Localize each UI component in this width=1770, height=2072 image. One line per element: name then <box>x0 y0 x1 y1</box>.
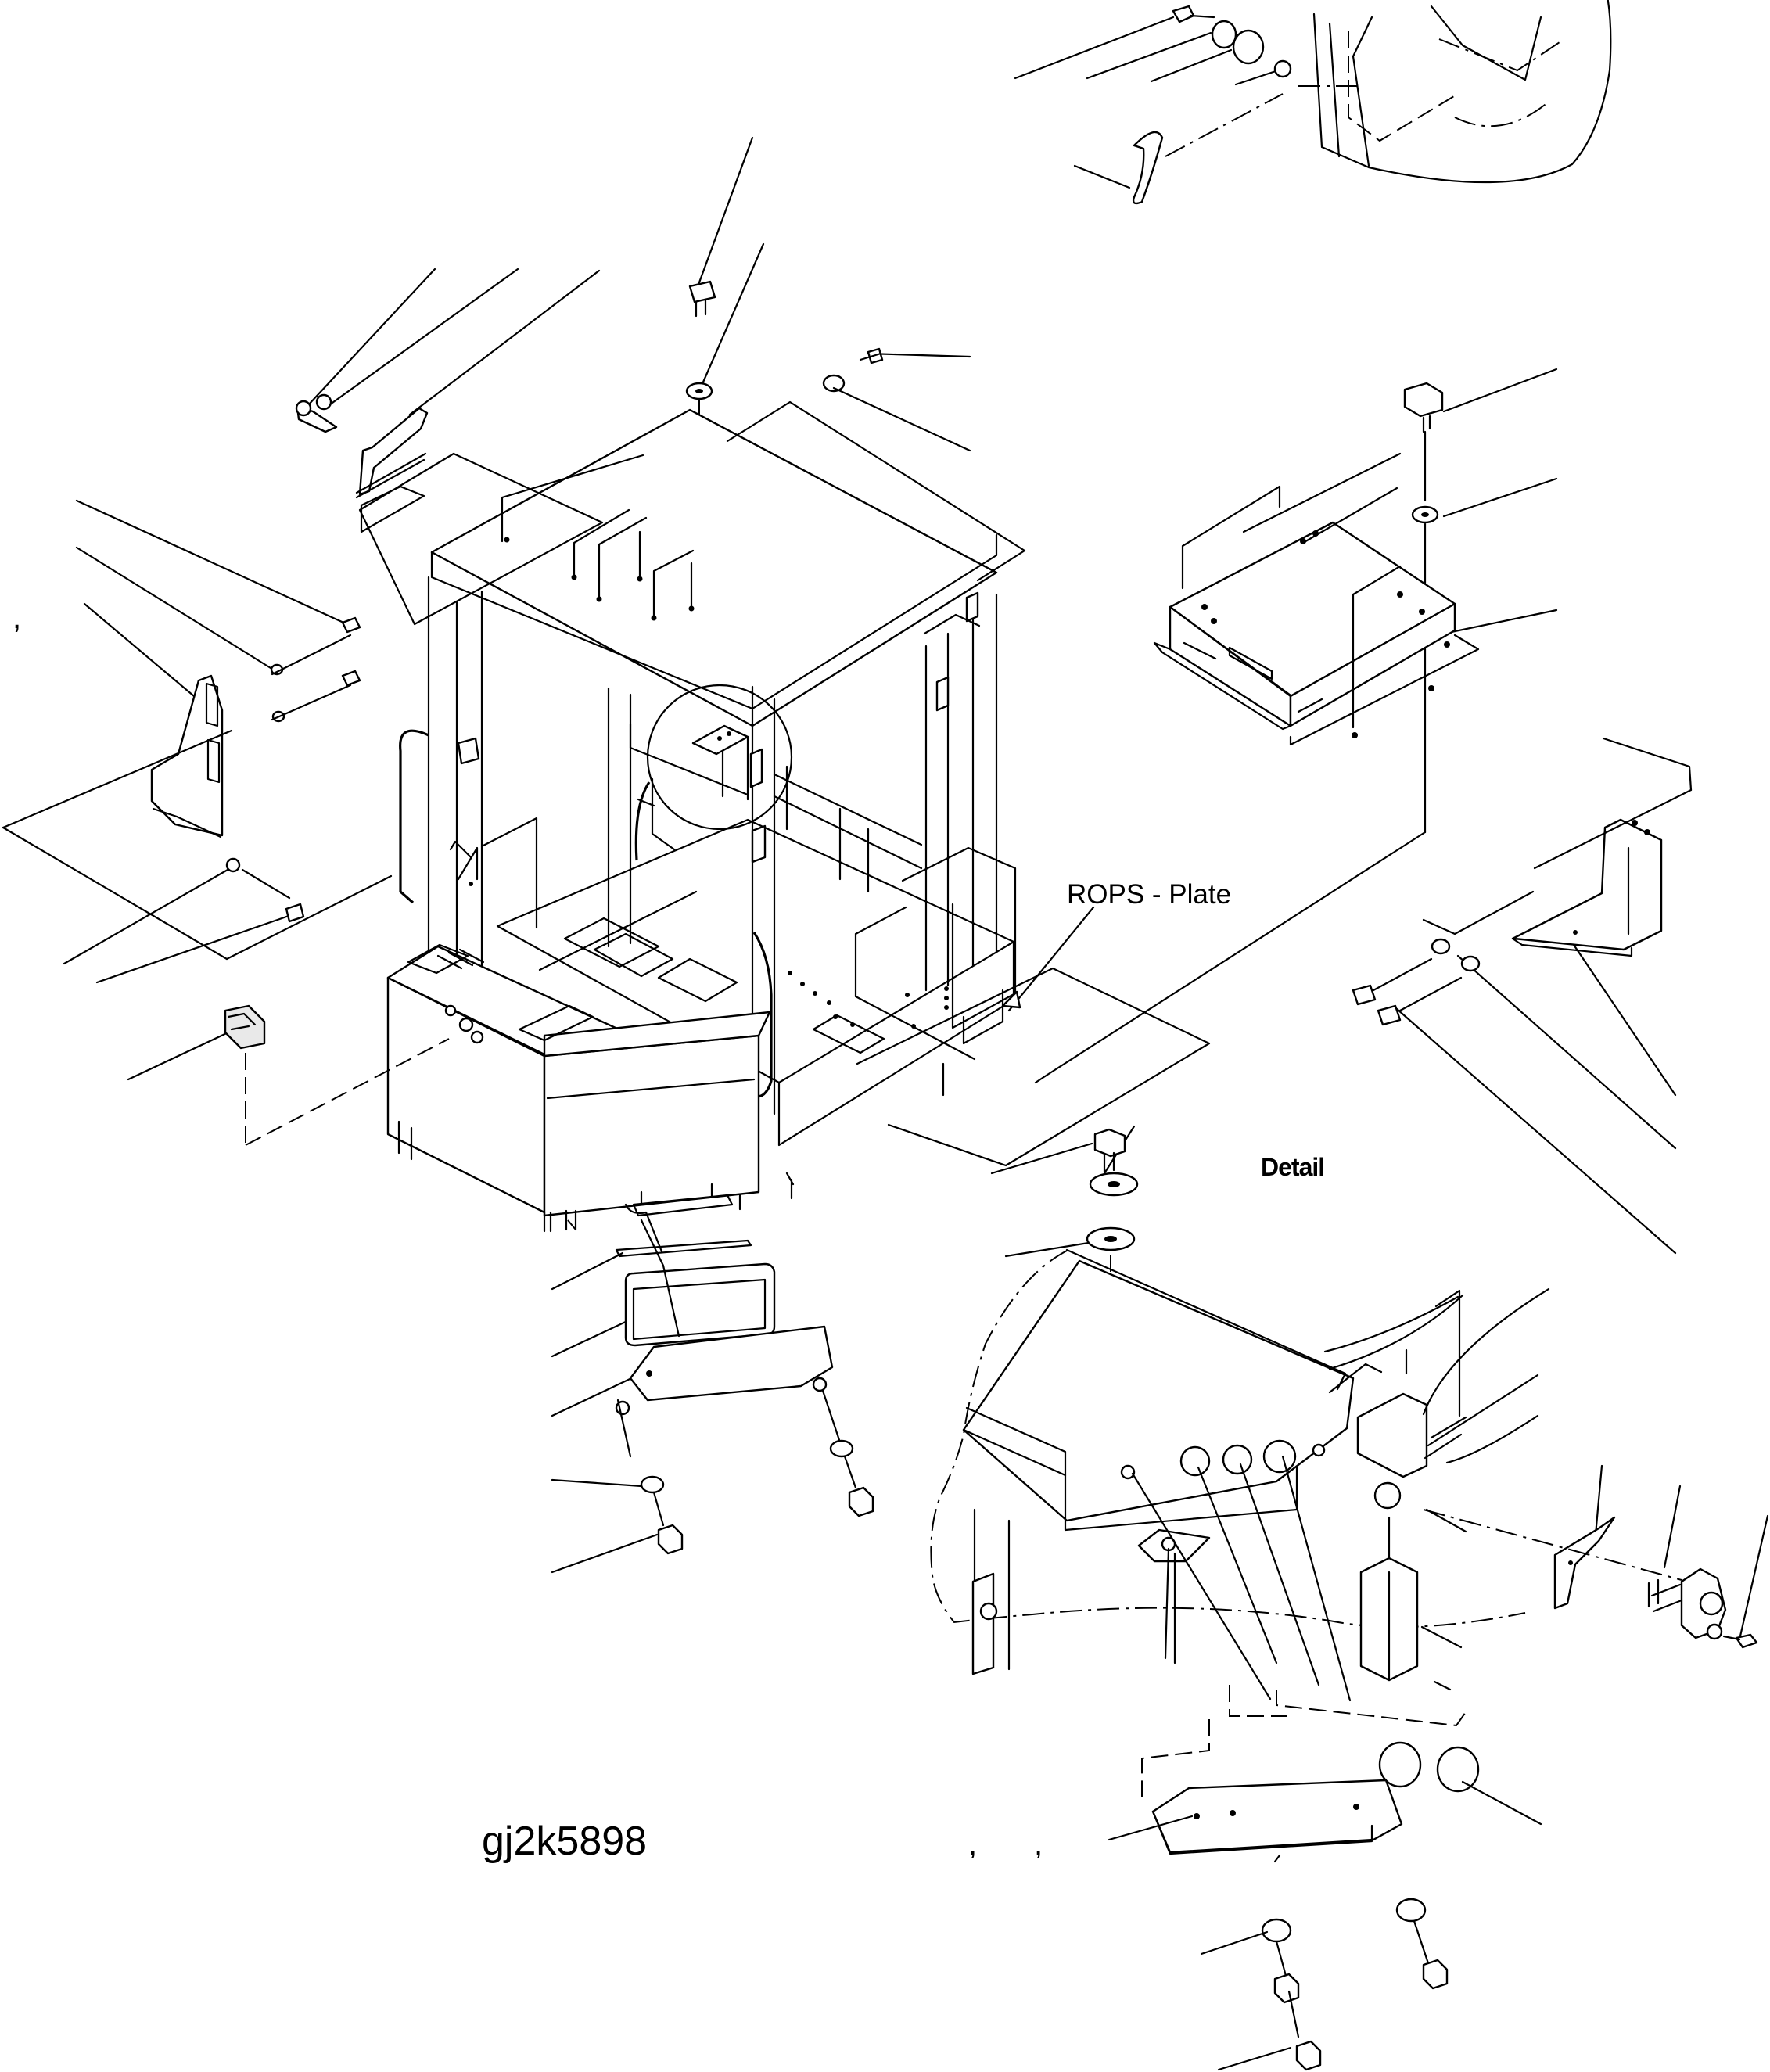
roof-bolt-assembly <box>685 136 971 540</box>
stray-mark: , <box>13 601 22 635</box>
hinge-bracket-assembly <box>295 268 601 533</box>
cover-bracket-assembly <box>1034 737 1693 1255</box>
control-box-assembly <box>1043 368 1558 1078</box>
stray-mark: , <box>1034 1827 1043 1862</box>
detail-view <box>930 1125 1769 2071</box>
rops-plate-pointer <box>1001 906 1095 1012</box>
underside-cover-assembly <box>551 1203 874 1574</box>
drawing-id: gj2k5898 <box>482 1819 648 1864</box>
stray-mark: , <box>968 1827 978 1862</box>
cab-frame <box>358 400 1211 1233</box>
left-side-panel-assembly <box>2 499 450 1146</box>
detail-label: Detail <box>1261 1153 1325 1181</box>
top-right-mount-assembly <box>1014 0 1612 205</box>
rops-plate-label: ROPS - Plate <box>1067 879 1232 910</box>
